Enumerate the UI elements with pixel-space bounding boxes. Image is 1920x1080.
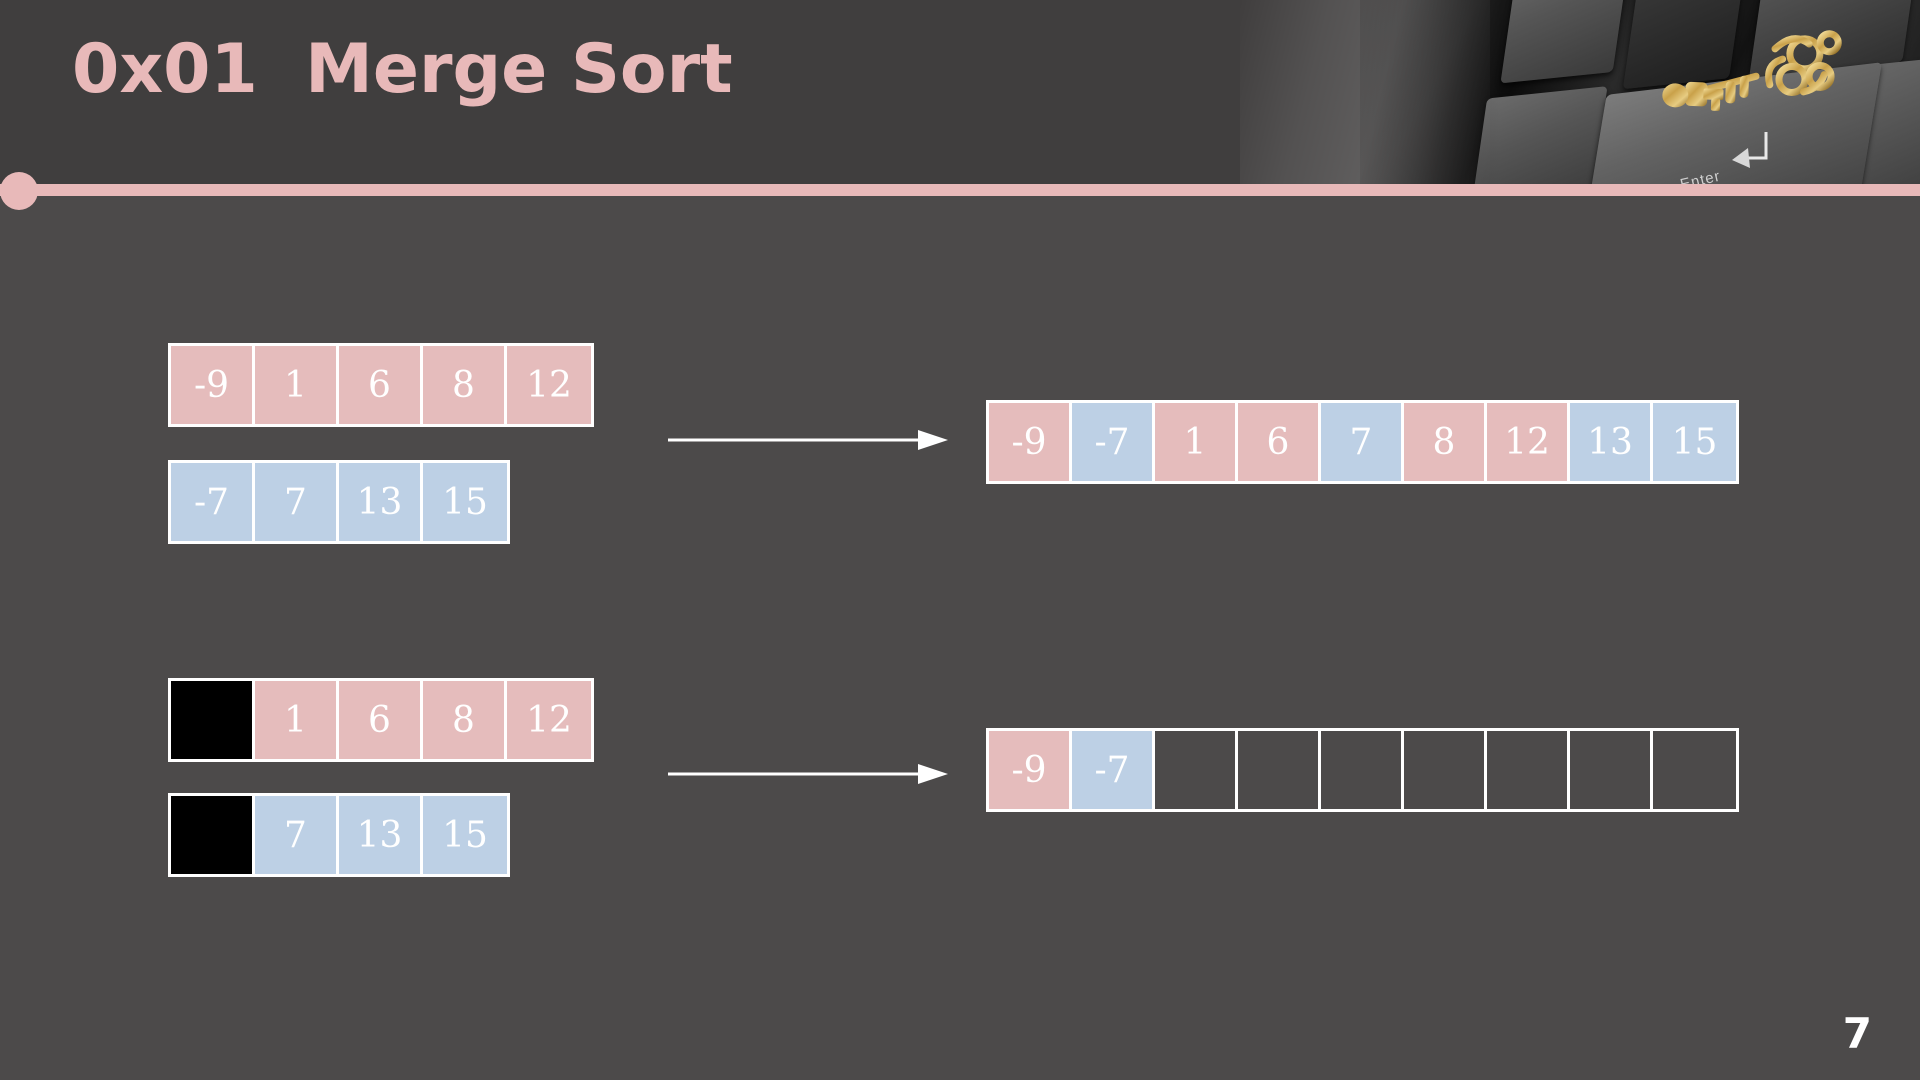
array-cell <box>171 796 255 874</box>
array-cell: 6 <box>1238 403 1321 481</box>
array-cell <box>1570 731 1653 809</box>
array-cell <box>1238 731 1321 809</box>
array-cell: 7 <box>255 463 339 541</box>
array-cell: 12 <box>507 681 591 759</box>
page-title: 0x01 Merge Sort <box>72 30 733 109</box>
array-cell: 1 <box>1155 403 1238 481</box>
page-number: 7 <box>1842 1009 1872 1058</box>
header-band: Enter <box>0 0 1920 190</box>
array-cell: 13 <box>339 796 423 874</box>
golden-key-icon <box>1662 30 1842 111</box>
array-cell: 7 <box>255 796 339 874</box>
array-cell: 13 <box>1570 403 1653 481</box>
array-cell: 15 <box>1653 403 1736 481</box>
array-cell: -7 <box>171 463 255 541</box>
array-cell: -7 <box>1072 731 1155 809</box>
array-cell: 1 <box>255 346 339 424</box>
array-cell <box>1321 731 1404 809</box>
array-cell: 8 <box>1404 403 1487 481</box>
array-cell <box>1653 731 1736 809</box>
array-cell: 15 <box>423 463 507 541</box>
array-cell <box>1487 731 1570 809</box>
array-cell: -9 <box>989 731 1072 809</box>
keyboard-key <box>1470 86 1608 190</box>
merge-arrow-top-icon <box>668 430 948 450</box>
array-cell: 12 <box>1487 403 1570 481</box>
accent-divider-bar <box>0 184 1920 196</box>
array-cell: -9 <box>989 403 1072 481</box>
array-cell: 8 <box>423 346 507 424</box>
array-cell: 7 <box>1321 403 1404 481</box>
enter-return-arrow-icon <box>1732 132 1768 168</box>
array-cell: 1 <box>255 681 339 759</box>
header-photo-keyboard-key: Enter <box>1360 0 1920 190</box>
array-cell <box>171 681 255 759</box>
array-cell: 12 <box>507 346 591 424</box>
array-cell: -7 <box>1072 403 1155 481</box>
merged-result-array-partial: -9-7 <box>986 728 1739 812</box>
array-cell: 6 <box>339 346 423 424</box>
array-cell: -9 <box>171 346 255 424</box>
merge-arrow-bottom-icon <box>668 764 948 784</box>
array-cell <box>1404 731 1487 809</box>
array-cell: 15 <box>423 796 507 874</box>
array-cell <box>1155 731 1238 809</box>
accent-divider-dot <box>0 172 38 210</box>
array-cell: 8 <box>423 681 507 759</box>
array-cell: 13 <box>339 463 423 541</box>
array-cell: 6 <box>339 681 423 759</box>
keyboard-key <box>1500 0 1630 84</box>
